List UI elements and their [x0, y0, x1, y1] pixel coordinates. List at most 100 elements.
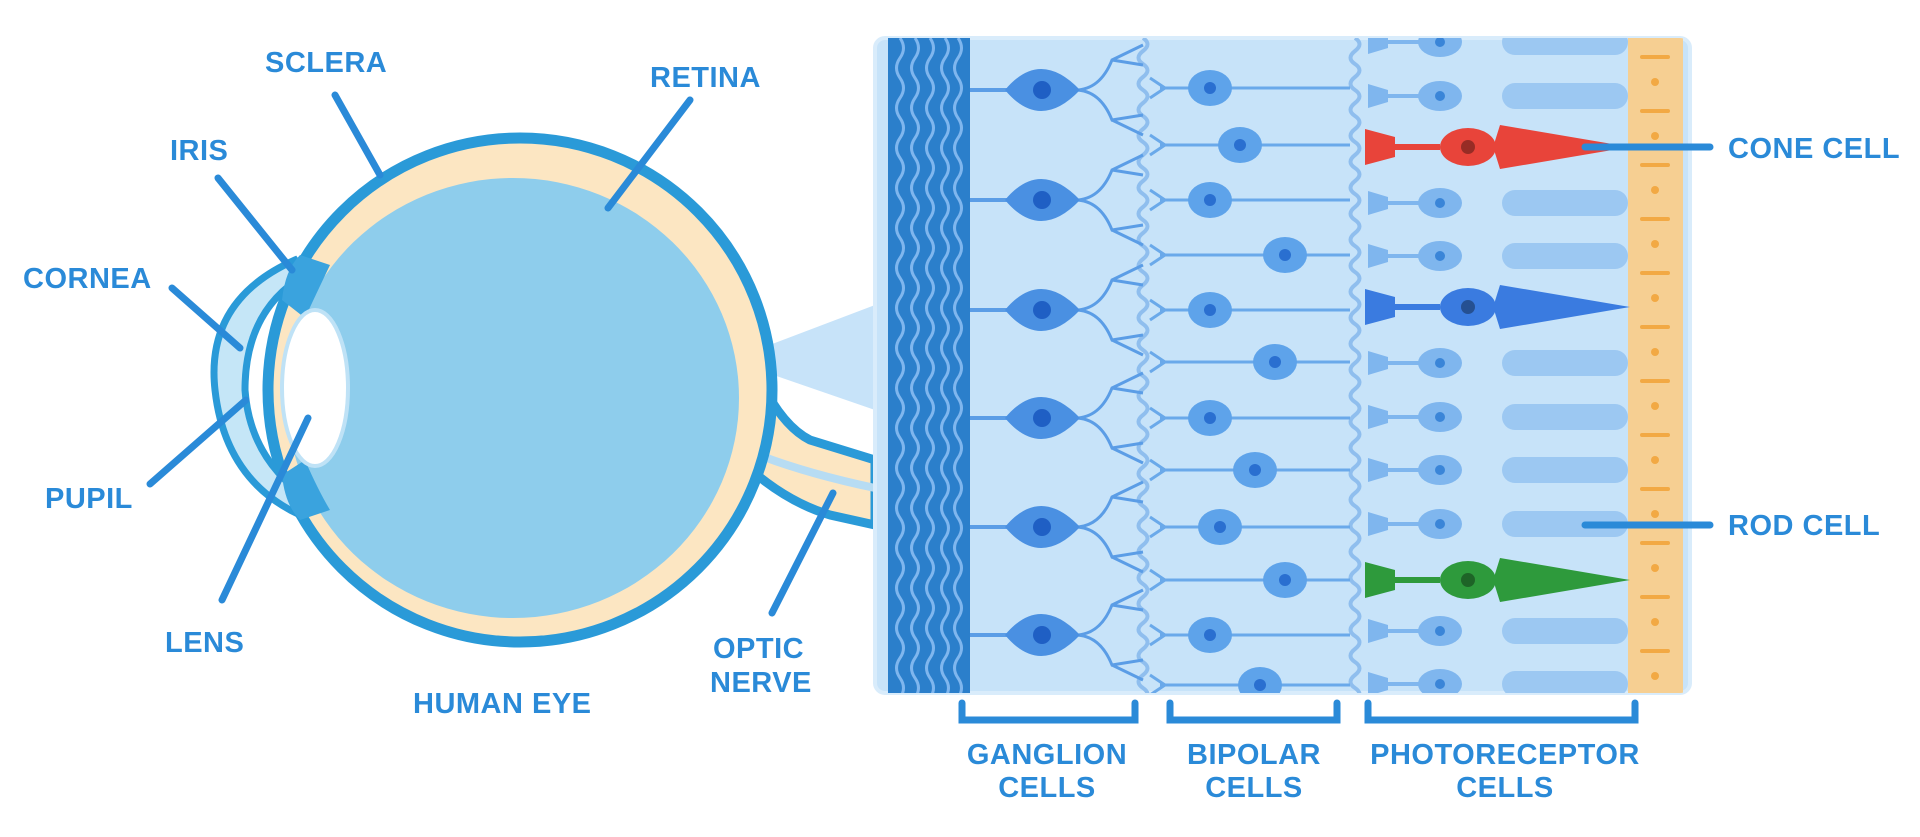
cone-nucleus [1461, 300, 1475, 314]
rod-outer-segment [1502, 404, 1628, 430]
pigment-dot [1651, 348, 1659, 356]
bipolar-terminal [1149, 243, 1168, 267]
bipolar-nucleus [1249, 464, 1261, 476]
sclera-leader [331, 91, 384, 179]
bipolar-terminal [1149, 350, 1168, 374]
rod-outer-segment [1502, 457, 1628, 483]
optic-nerve-leader [768, 489, 837, 617]
bipolar-nucleus [1204, 412, 1216, 424]
rod-synapse [1368, 458, 1388, 482]
bipolar-terminal [1149, 515, 1168, 539]
rod-outer-segment [1502, 671, 1628, 693]
cone-outer-segment [1495, 285, 1630, 329]
bipolar-nucleus [1269, 356, 1281, 368]
pigment-dash [1640, 163, 1670, 167]
rod-outer-segment [1502, 243, 1628, 269]
pigment-dot [1651, 510, 1659, 518]
rod-nucleus [1435, 358, 1445, 368]
bipolar-nucleus [1204, 194, 1216, 206]
rod-nucleus [1435, 679, 1445, 689]
ganglion-dendrite [1074, 43, 1144, 137]
pigment-dot [1651, 672, 1659, 680]
pigment-dot [1651, 294, 1659, 302]
rod-synapse [1368, 619, 1388, 643]
bipolar-layer [1149, 70, 1350, 693]
vitreous-body [287, 178, 739, 618]
pupil-label: PUPIL [45, 483, 133, 515]
cone-synapse [1365, 129, 1395, 165]
rod-synapse [1368, 672, 1388, 693]
bipolar-nucleus [1204, 629, 1216, 641]
lens-leader [218, 414, 312, 604]
bipolar-label-line2: CELLS [1205, 772, 1303, 804]
rod-outer-segment [1502, 618, 1628, 644]
ganglion-dendrite [1074, 153, 1144, 247]
ganglion-nucleus [1033, 626, 1051, 644]
nerve-fiber [895, 38, 905, 693]
bipolar-terminal [1149, 673, 1168, 693]
iris-label: IRIS [170, 135, 228, 167]
photoreceptor-label-line1: PHOTORECEPTOR [1370, 739, 1640, 771]
ganglion-nucleus [1033, 81, 1051, 99]
cornea-leader [168, 284, 244, 352]
pigment-dot [1651, 240, 1659, 248]
bipolar-nucleus [1279, 249, 1291, 261]
lens [280, 308, 350, 468]
pigment-dot [1651, 78, 1659, 86]
rod-nucleus [1435, 38, 1445, 47]
rod-synapse [1368, 191, 1388, 215]
cone-body [1440, 128, 1496, 166]
rod-outer-segment [1502, 83, 1628, 109]
photoreceptor-layer [1365, 38, 1630, 693]
bipolar-terminal [1149, 133, 1168, 157]
bipolar-nucleus [1204, 82, 1216, 94]
rod-synapse [1368, 512, 1388, 536]
pigment-dash [1640, 325, 1670, 329]
nerve-fiber [940, 38, 950, 693]
pigment-dash [1640, 487, 1670, 491]
ganglion-nucleus [1033, 191, 1051, 209]
ganglion-dendrite [1074, 263, 1144, 357]
pigment-dash [1640, 55, 1670, 59]
cone-synapse [1365, 289, 1395, 325]
bipolar-nucleus [1254, 679, 1266, 691]
rod-outer-segment [1502, 38, 1628, 55]
cone-synapse [1365, 562, 1395, 598]
pigment-dash [1640, 433, 1670, 437]
bipolar-nucleus [1279, 574, 1291, 586]
ganglion-bracket [958, 699, 1139, 724]
ganglion-label-line1: GANGLION [967, 739, 1127, 771]
bipolar-label-line1: BIPOLAR [1187, 739, 1321, 771]
sclera-label: SCLERA [265, 47, 387, 79]
lens-label: LENS [165, 627, 244, 659]
layer-boundary-line [1348, 38, 1362, 693]
zoom-cone [730, 305, 875, 410]
pupil-leader [146, 396, 250, 488]
photoreceptor-bracket [1364, 699, 1639, 724]
bipolar-terminal [1149, 458, 1168, 482]
pigment-dash [1640, 217, 1670, 221]
bipolar-terminal [1149, 406, 1168, 430]
bipolar-terminal [1149, 623, 1168, 647]
bipolar-nucleus [1234, 139, 1246, 151]
ganglion-nucleus [1033, 301, 1051, 319]
bipolar-bracket [1166, 699, 1341, 724]
iris-bottom [282, 460, 330, 520]
rod-synapse [1368, 38, 1388, 54]
ganglion-nucleus [1033, 409, 1051, 427]
rod-nucleus [1435, 465, 1445, 475]
rod-nucleus [1435, 91, 1445, 101]
cone-body [1440, 288, 1496, 326]
photoreceptor-label-line2: CELLS [1456, 772, 1554, 804]
pigment-dash [1640, 595, 1670, 599]
ganglion-label-line2: CELLS [998, 772, 1096, 804]
nerve-fiber [953, 38, 963, 693]
human-eye-title: HUMAN EYE [413, 688, 592, 720]
layer-boundary-line [1136, 38, 1150, 693]
rod-nucleus [1435, 251, 1445, 261]
rod-nucleus [1435, 626, 1445, 636]
pigment-dot [1651, 402, 1659, 410]
nerve-fiber [910, 38, 920, 693]
ganglion-nucleus [1033, 518, 1051, 536]
